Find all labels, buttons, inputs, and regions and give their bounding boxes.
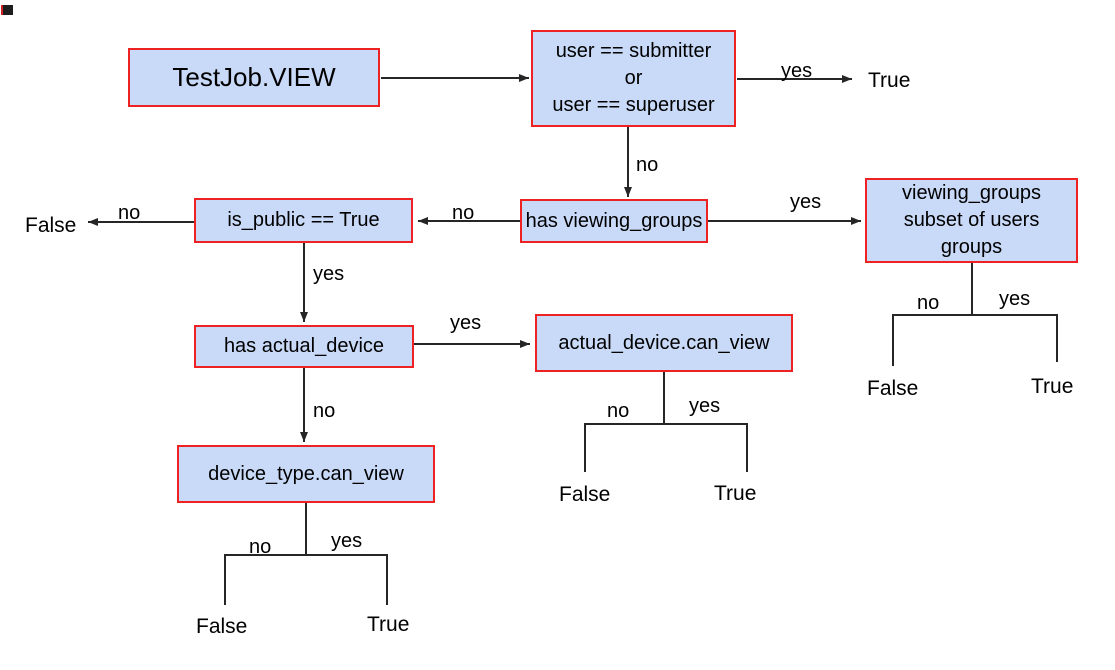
node-actual-device-can-view: actual_device.can_view — [535, 314, 793, 372]
outcome-true: True — [714, 482, 757, 505]
node-label-line: user == superuser — [552, 94, 715, 116]
node-user-submitter-or-superuser: user == submitter or user == superuser — [531, 30, 736, 127]
outcome-true: True — [868, 69, 911, 92]
edge-label-yes: yes — [790, 191, 822, 213]
node-label-line: viewing_groups — [902, 182, 1041, 204]
outcome-false: False — [559, 483, 611, 506]
edge-label-yes: yes — [999, 288, 1031, 310]
edge-label-no: no — [313, 400, 336, 422]
node-label-line: subset of users — [903, 209, 1040, 231]
node-label: actual_device.can_view — [558, 331, 770, 354]
outcome-false: False — [25, 214, 77, 237]
outcome-false: False — [867, 377, 919, 400]
outcome-false: False — [196, 615, 248, 638]
node-label-line: or — [624, 67, 643, 89]
node-has-viewing-groups: has viewing_groups — [520, 199, 708, 243]
edge-label-yes: yes — [450, 312, 482, 334]
edge-label-no: no — [636, 154, 659, 176]
corner-artifact-square — [1, 5, 13, 15]
node-testjob-view: TestJob.VIEW — [128, 48, 380, 107]
node-label: device_type.can_view — [208, 462, 404, 485]
node-label: has actual_device — [223, 335, 385, 357]
edge-label-no: no — [607, 400, 630, 422]
edge-label-yes: yes — [331, 530, 363, 552]
edge-label-no: no — [249, 536, 272, 558]
edge-label-yes: yes — [781, 60, 813, 82]
node-label-line: groups — [940, 236, 1003, 258]
outcome-true: True — [367, 613, 410, 636]
edge-label-no: no — [917, 292, 940, 314]
edge-label-yes: yes — [689, 395, 721, 417]
node-label: is_public == True — [227, 209, 380, 231]
node-is-public: is_public == True — [194, 198, 413, 243]
edge-label-yes: yes — [313, 263, 345, 285]
node-has-actual-device: has actual_device — [194, 325, 414, 368]
node-viewing-groups-subset: viewing_groups subset of users groups — [865, 178, 1078, 263]
edge-label-no: no — [452, 202, 475, 224]
node-label: has viewing_groups — [525, 209, 703, 232]
node-label-line: user == submitter — [555, 40, 712, 62]
edge-label-no: no — [118, 202, 141, 224]
node-device-type-can-view: device_type.can_view — [177, 445, 435, 503]
node-label: TestJob.VIEW — [172, 62, 336, 92]
outcome-true: True — [1031, 375, 1074, 398]
